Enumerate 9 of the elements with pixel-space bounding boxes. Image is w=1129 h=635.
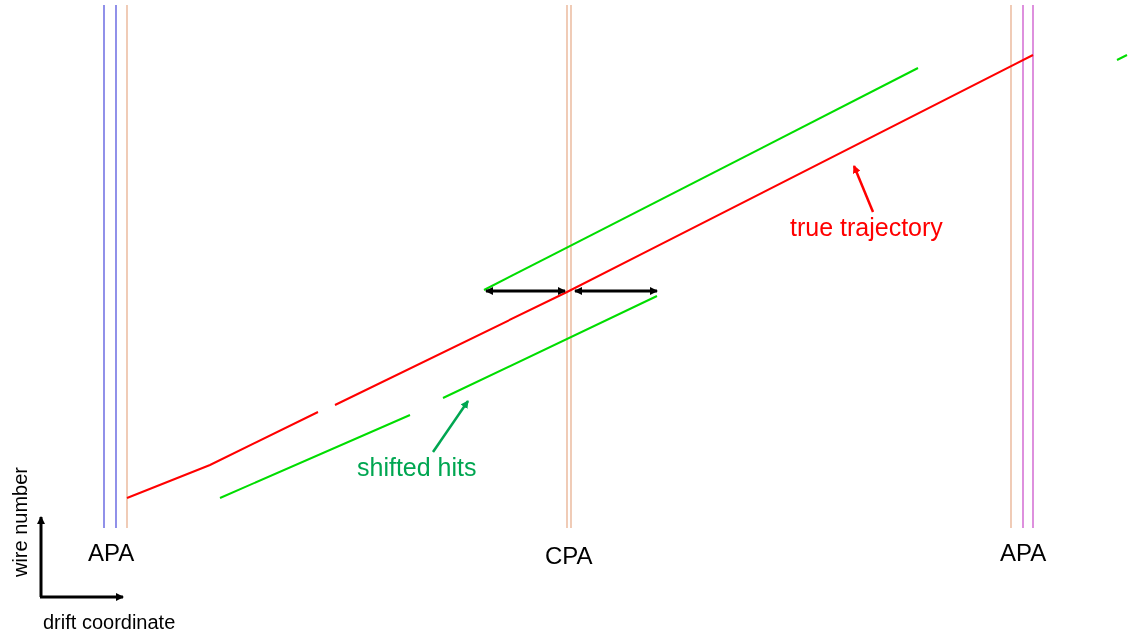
axis-label: drift coordinate xyxy=(43,612,176,632)
plane-label: APA xyxy=(88,541,135,565)
plane-label: CPA xyxy=(545,544,593,568)
axis-label: wire number xyxy=(10,466,30,580)
annotation-text: shifted hits xyxy=(357,455,477,480)
trajectory-track xyxy=(126,54,1034,499)
leader-line xyxy=(431,400,470,453)
plane-label: APA xyxy=(1000,541,1047,565)
leader-line xyxy=(852,165,875,213)
